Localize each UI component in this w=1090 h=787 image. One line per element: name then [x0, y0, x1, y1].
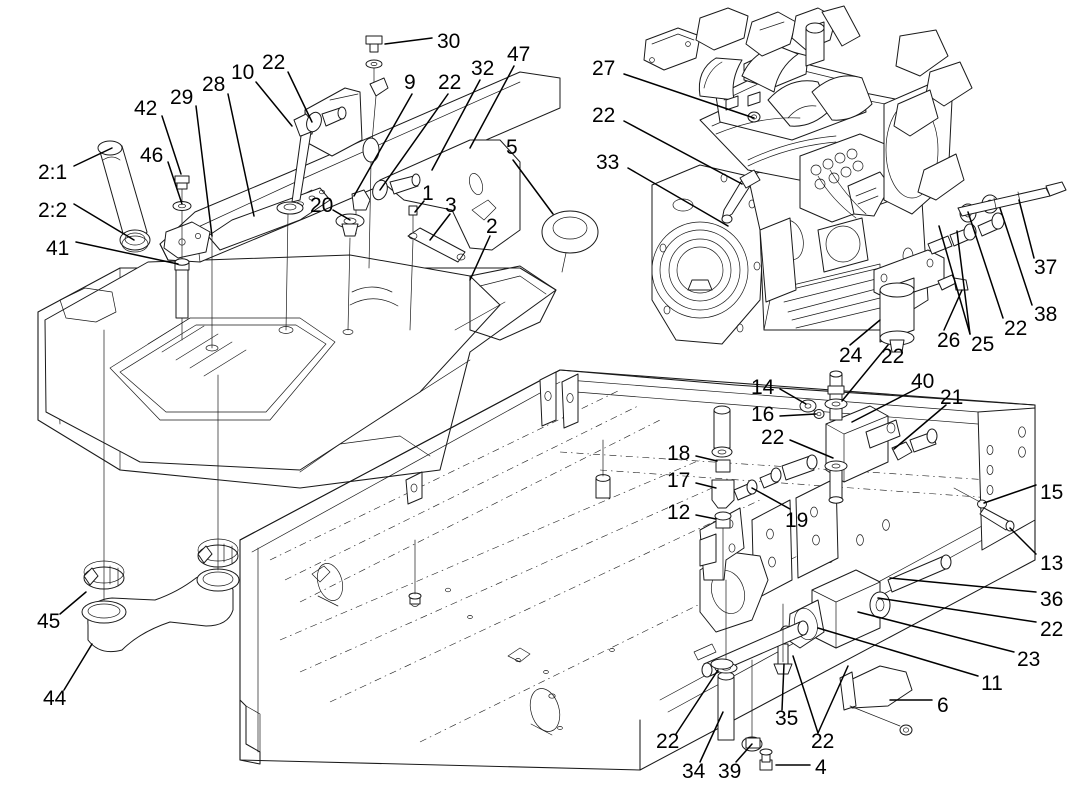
- fuel-pump-assembly: [799, 370, 938, 504]
- callout-5: 5: [506, 136, 518, 159]
- callout-17: 17: [667, 469, 691, 492]
- callout-22-i: 22: [811, 730, 835, 753]
- callout-3: 3: [445, 194, 457, 217]
- callout-2-1: 2:1: [38, 161, 68, 184]
- engine-assembly: [643, 5, 973, 345]
- callout-37: 37: [1034, 256, 1058, 279]
- bottom-canister-34: [710, 579, 773, 771]
- callout-46: 46: [140, 144, 164, 167]
- linkage-rod-10: [276, 106, 347, 334]
- callout-15: 15: [1040, 481, 1064, 504]
- callout-1: 1: [422, 182, 434, 205]
- callout-32: 32: [471, 57, 495, 80]
- callout-47: 47: [507, 43, 531, 66]
- callout-33: 33: [596, 151, 620, 174]
- fuel-filter-assembly: [873, 181, 1067, 353]
- callout-22-b: 22: [438, 71, 462, 94]
- callout-18: 18: [667, 442, 691, 465]
- callout-41: 41: [46, 237, 70, 260]
- callout-23: 23: [1017, 648, 1041, 671]
- callout-26: 26: [937, 329, 961, 352]
- callout-28: 28: [202, 73, 226, 96]
- callout-14: 14: [751, 376, 775, 399]
- frame-small-hardware: [408, 439, 611, 605]
- callout-6: 6: [937, 694, 949, 717]
- deflector-6: [839, 665, 913, 736]
- control-panel-beam: [159, 71, 561, 263]
- operator-platform: [37, 254, 557, 489]
- callout-36: 36: [1040, 588, 1064, 611]
- callout-16: 16: [751, 403, 775, 426]
- callout-22-f: 22: [761, 426, 785, 449]
- callout-22-a: 22: [262, 51, 286, 74]
- rod-assembly-30: [362, 35, 389, 269]
- callout-13: 13: [1040, 552, 1064, 575]
- callout-2-2: 2:2: [38, 199, 68, 222]
- callout-34: 34: [682, 760, 706, 783]
- callout-22-e: 22: [881, 345, 905, 368]
- leader-lines: [59, 37, 1037, 766]
- callout-19: 19: [785, 509, 809, 532]
- callout-10: 10: [231, 61, 255, 84]
- callout-27: 27: [592, 57, 616, 80]
- sensor-stack: [711, 405, 818, 581]
- callout-22-d: 22: [1004, 317, 1028, 340]
- callout-35: 35: [775, 707, 799, 730]
- callout-25: 25: [971, 333, 995, 356]
- callout-30: 30: [437, 30, 461, 53]
- callout-20: 20: [310, 194, 334, 217]
- fuel-hose-44: [81, 329, 240, 653]
- callout-45: 45: [37, 610, 61, 633]
- callout-12: 12: [667, 501, 691, 524]
- callout-44: 44: [43, 687, 67, 710]
- pin-assembly-15-13: [953, 487, 1015, 532]
- callout-39: 39: [718, 760, 742, 783]
- callout-2: 2: [486, 215, 498, 238]
- callout-9: 9: [404, 71, 416, 94]
- callout-24: 24: [839, 344, 863, 367]
- callout-22-h: 22: [656, 730, 680, 753]
- callout-22-c: 22: [592, 104, 616, 127]
- callout-29: 29: [170, 86, 194, 109]
- callout-22-g: 22: [1040, 618, 1064, 641]
- callout-21: 21: [940, 386, 964, 409]
- callout-4: 4: [815, 756, 827, 779]
- callout-42: 42: [134, 97, 158, 120]
- fuel-pump-canister: [701, 554, 952, 678]
- grommet-5: [541, 210, 599, 273]
- grommet-20: [335, 213, 365, 335]
- fastener-stack-29: [205, 234, 219, 352]
- callout-40: 40: [911, 370, 935, 393]
- callout-11: 11: [981, 672, 1003, 695]
- callout-38: 38: [1034, 303, 1058, 326]
